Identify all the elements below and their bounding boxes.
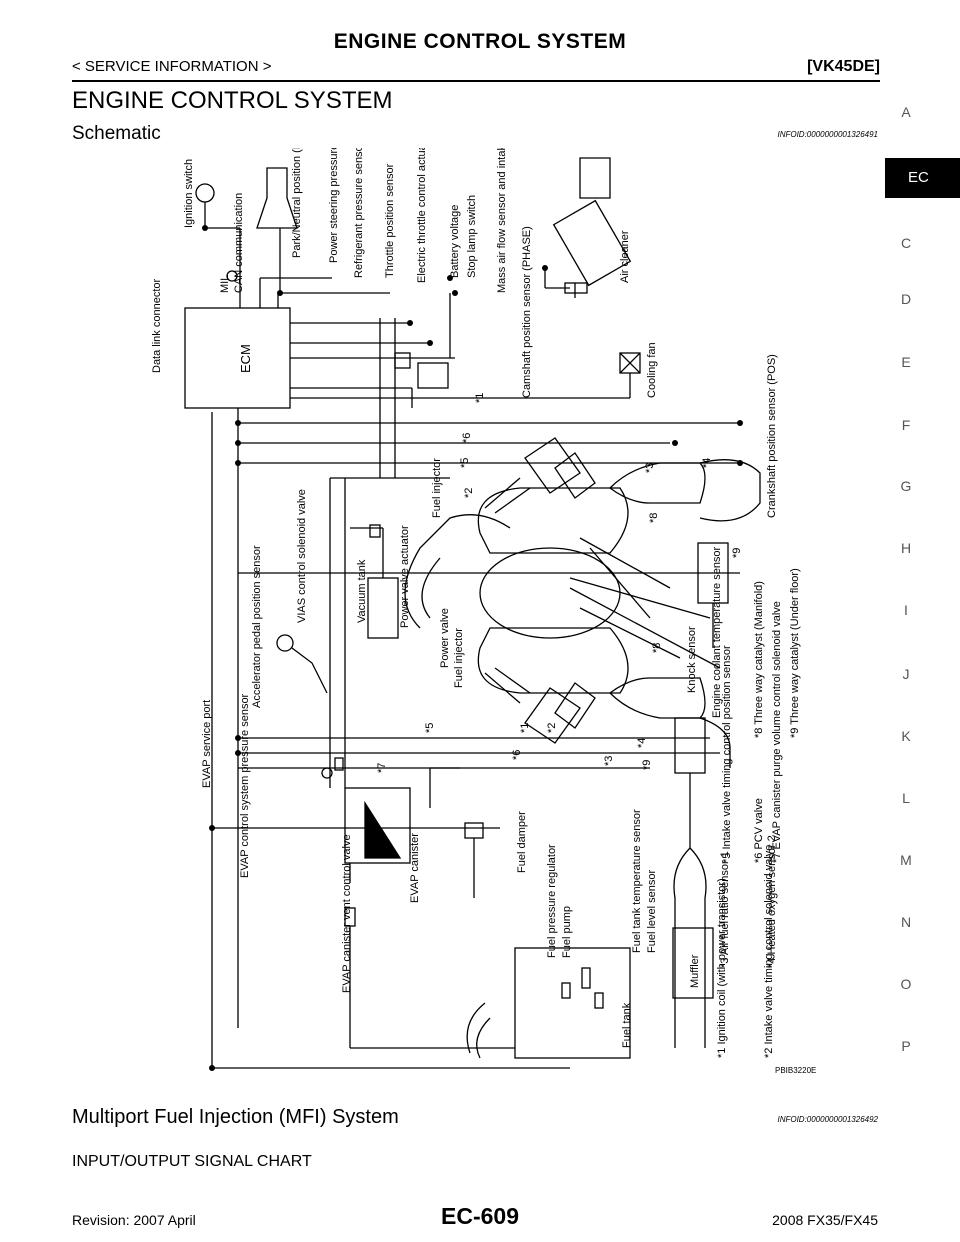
label-cooling-fan: Cooling fan: [646, 342, 658, 398]
tab-l[interactable]: L: [902, 790, 910, 806]
legend-8: *8 Three way catalyst (Manifold): [753, 581, 765, 738]
tab-m[interactable]: M: [900, 852, 912, 868]
label-evap-port: EVAP service port: [201, 700, 213, 788]
callout-8-upper: *8: [648, 513, 660, 523]
label-fuel-pump: Fuel pump: [561, 906, 573, 958]
callout-3-lower: *3: [603, 756, 615, 766]
tab-p[interactable]: P: [901, 1038, 911, 1054]
mfi-info-id: INFOID:0000000001326492: [777, 1115, 878, 1124]
footer-revision: Revision: 2007 April: [72, 1212, 196, 1228]
page-header-title: ENGINE CONTROL SYSTEM: [333, 30, 627, 53]
callout-6-upper: *6: [461, 433, 473, 443]
legend-3: *3 Air fuel ratio sensor 1: [719, 851, 731, 968]
label-battery-voltage: Battery voltage: [449, 205, 461, 278]
callout-9-lower: *9: [641, 760, 653, 770]
label-stop-lamp: Stop lamp switch: [466, 195, 478, 278]
callout-2-lower: *2: [546, 723, 558, 733]
label-air-cleaner: Air cleaner: [619, 230, 631, 283]
label-fuel-damper: Fuel damper: [516, 811, 528, 873]
header-divider: [72, 80, 880, 82]
tab-h[interactable]: H: [900, 540, 912, 556]
mfi-section-title: Multiport Fuel Injection (MFI) System: [72, 1106, 399, 1128]
tab-c[interactable]: C: [900, 235, 912, 251]
label-app-sensor: Accelerator pedal position sensor: [251, 545, 263, 708]
callout-9-upper: *9: [731, 548, 743, 558]
label-evap-canister: EVAP canister: [409, 833, 421, 903]
schematic-title: Schematic: [72, 123, 161, 144]
footer-model: 2008 FX35/FX45: [772, 1212, 878, 1228]
label-power-steering: Power steering pressure sensor: [328, 148, 340, 263]
label-vacuum-tank: Vacuum tank: [356, 559, 368, 623]
tab-a[interactable]: A: [901, 104, 911, 120]
label-fuel-injector-lower: Fuel injector: [453, 628, 465, 688]
callout-2-upper: *2: [463, 488, 475, 498]
callout-1-upper: *1: [474, 393, 486, 403]
label-refrigerant: Refrigerant pressure sensor: [353, 148, 365, 278]
section-title: ENGINE CONTROL SYSTEM: [72, 87, 393, 114]
label-maf: Mass air flow sensor and intake air temp…: [496, 148, 508, 293]
tab-i[interactable]: I: [904, 602, 908, 618]
label-ect: Engine coolant temperature sensor: [711, 546, 723, 718]
tab-f[interactable]: F: [901, 417, 911, 433]
label-ecm: ECM: [238, 344, 253, 373]
label-camshaft: Camshaft position sensor (PHASE): [521, 226, 533, 398]
callout-7: *7: [376, 763, 388, 773]
legend-5: *5 Intake valve timing control position …: [721, 645, 733, 863]
legend-6: *6 PCV valve: [753, 798, 765, 863]
io-signal-chart-heading: INPUT/OUTPUT SIGNAL CHART: [72, 1153, 312, 1170]
tab-e[interactable]: E: [901, 354, 911, 370]
legend-7: *7 EVAP canister purge volume control so…: [771, 601, 783, 863]
callout-5-lower: *5: [424, 723, 436, 733]
label-tps: Throttle position sensor: [384, 163, 396, 278]
callout-1-lower: *1: [519, 723, 531, 733]
callout-5-upper: *5: [459, 458, 471, 468]
legend-1: *1 Ignition coil (with power transistor): [716, 878, 728, 1058]
label-fuel-tank-temp: Fuel tank temperature sensor: [631, 809, 643, 953]
label-ignition-switch: Ignition switch: [183, 159, 195, 228]
label-evap-pressure: EVAP control system pressure sensor: [239, 693, 251, 878]
callout-4-upper: *4: [701, 458, 713, 468]
legend-2: *2 Intake valve timing control solenoid …: [763, 845, 775, 1058]
tab-o[interactable]: O: [900, 976, 912, 992]
callout-4-lower: *4: [636, 738, 648, 748]
tab-n[interactable]: N: [900, 914, 912, 930]
legend-4: *4 Heated oxygen sensor 2: [766, 835, 778, 968]
legend-9: *9 Three way catalyst (Under floor): [789, 568, 801, 738]
label-knock: Knock sensor: [686, 626, 698, 693]
label-power-valve: Power valve: [439, 608, 451, 668]
tab-d[interactable]: D: [900, 291, 912, 307]
label-muffler: Muffler: [689, 954, 701, 988]
label-fuel-level: Fuel level sensor: [646, 870, 658, 953]
label-fuel-pressure-reg: Fuel pressure regulator: [546, 844, 558, 958]
label-evap-vent: EVAP canister vent control valve: [341, 834, 353, 993]
label-dlc: Data link connector: [151, 279, 163, 373]
label-can: CAN communication: [233, 193, 245, 293]
tab-k[interactable]: K: [901, 728, 911, 744]
figure-id: PBIB3220E: [775, 1066, 816, 1075]
label-pnp-switch: Park/Neutral position (PNP) switch: [291, 148, 303, 258]
breadcrumb[interactable]: < SERVICE INFORMATION >: [72, 58, 272, 75]
callout-3-upper: *3: [644, 463, 656, 473]
label-power-valve-actuator: Power valve actuator: [399, 525, 411, 628]
page-number: EC-609: [441, 1203, 519, 1229]
label-etc-actuator: Electric throttle control actuator: [416, 148, 428, 283]
callout-8-lower: *8: [651, 643, 663, 653]
tab-g[interactable]: G: [900, 478, 912, 494]
callout-6-lower: *6: [511, 750, 523, 760]
label-mil: MIL: [219, 275, 231, 293]
model-code: [VK45DE]: [807, 58, 880, 75]
tab-ec[interactable]: EC: [885, 158, 960, 198]
engine-schematic-diagram: Ignition switch Park/Neutral position (P…: [151, 148, 816, 1075]
schematic-info-id: INFOID:0000000001326491: [777, 130, 878, 139]
label-fuel-injector-upper: Fuel injector: [431, 458, 443, 518]
label-vias: VIAS control solenoid valve: [296, 489, 308, 623]
label-crankshaft: Crankshaft position sensor (POS): [766, 354, 778, 518]
label-fuel-tank: Fuel tank: [621, 1002, 633, 1048]
tab-j[interactable]: J: [902, 666, 910, 682]
